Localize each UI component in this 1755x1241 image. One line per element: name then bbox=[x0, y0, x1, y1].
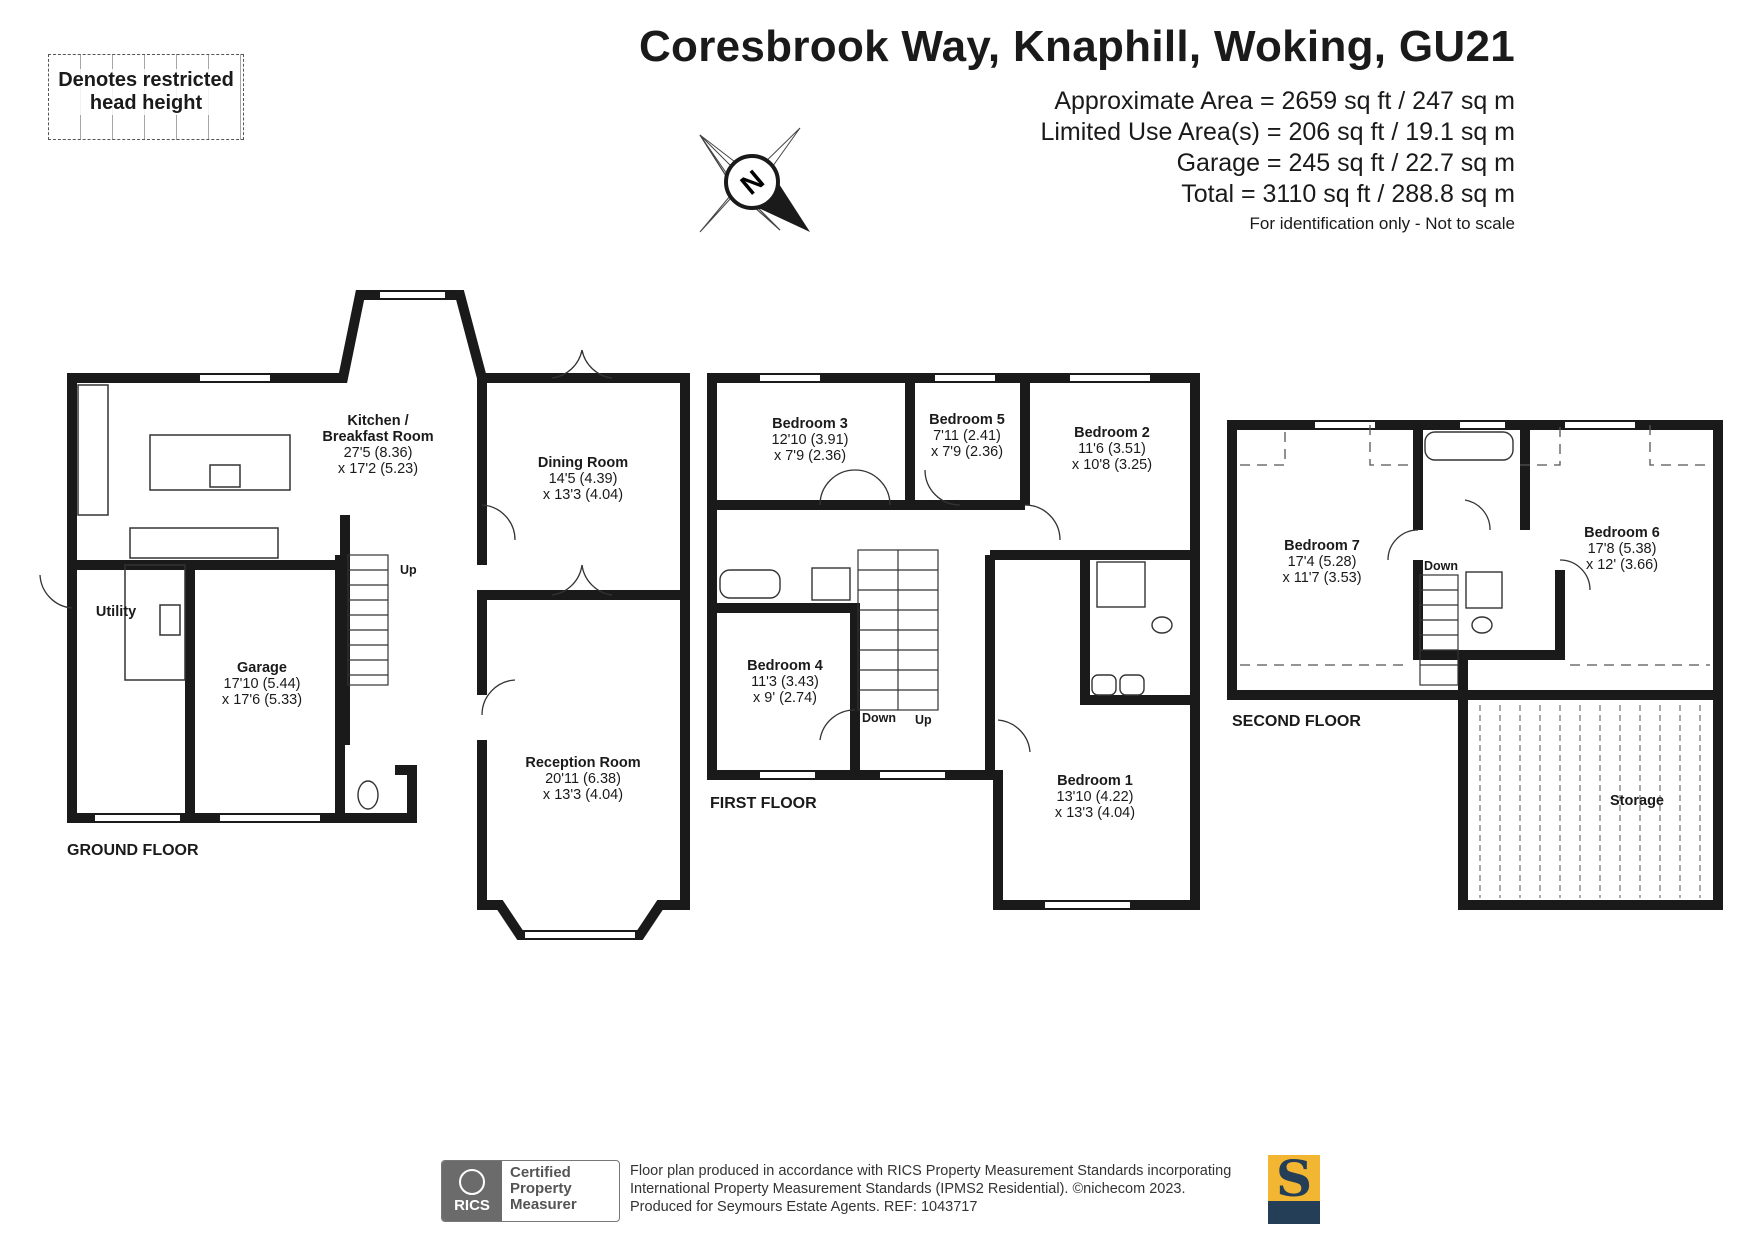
bedroom2-name: Bedroom 2 bbox=[1074, 425, 1150, 441]
first-floor-label: FIRST FLOOR bbox=[710, 795, 817, 812]
first-floor-walls bbox=[707, 373, 1200, 910]
ground-stairs bbox=[347, 554, 389, 686]
property-title: Coresbrook Way, Knaphill, Woking, GU21 bbox=[638, 22, 1515, 71]
kitchen-name-2: Breakfast Room bbox=[322, 429, 433, 445]
bedroom7-name: Bedroom 7 bbox=[1284, 538, 1360, 554]
second-stairs-down: Down bbox=[1424, 559, 1458, 573]
rics-certification-badge: RICS Certified Property Measurer bbox=[441, 1160, 620, 1222]
hob-icon bbox=[209, 464, 241, 488]
shower-icon-2 bbox=[1096, 561, 1146, 608]
total-area: Total = 3110 sq ft / 288.8 sq m bbox=[1181, 180, 1515, 208]
garage-dim-1: 17'10 (5.44) bbox=[224, 676, 301, 692]
dining-dim-1: 14'5 (4.39) bbox=[549, 471, 618, 487]
logo-letter: S bbox=[1268, 1149, 1320, 1208]
bathroom-fittings bbox=[357, 431, 1514, 810]
bedroom7-dim-2: x 11'7 (3.53) bbox=[1282, 570, 1361, 586]
toilet-icon bbox=[1151, 616, 1173, 634]
legend-line-2: head height bbox=[89, 92, 203, 114]
bedroom6-name: Bedroom 6 bbox=[1584, 525, 1660, 541]
bedroom2-dim-1: 11'6 (3.51) bbox=[1078, 441, 1146, 457]
dining-name: Dining Room bbox=[538, 455, 628, 471]
bath-icon-2 bbox=[1424, 431, 1514, 461]
footer-line-2: International Property Measurement Stand… bbox=[630, 1181, 1186, 1197]
bedroom3-name: Bedroom 3 bbox=[772, 416, 848, 432]
first-stairs-up: Up bbox=[915, 713, 932, 727]
door-swings bbox=[39, 349, 1591, 753]
bedroom1-dim-1: 13'10 (4.22) bbox=[1057, 789, 1134, 805]
reception-name: Reception Room bbox=[525, 755, 640, 771]
bedroom7-dim-1: 17'4 (5.28) bbox=[1288, 554, 1357, 570]
reception-dim-2: x 13'3 (4.04) bbox=[543, 787, 623, 803]
limited-use-area: Limited Use Area(s) = 206 sq ft / 19.1 s… bbox=[1040, 118, 1515, 146]
ground-floor-label: GROUND FLOOR bbox=[67, 842, 199, 859]
bedroom3-dim-2: x 7'9 (2.36) bbox=[774, 448, 846, 464]
shower-icon bbox=[811, 567, 851, 601]
dining-dim-2: x 13'3 (4.04) bbox=[543, 487, 623, 503]
ground-stairs-up: Up bbox=[400, 563, 417, 577]
bedroom3-dim-1: 12'10 (3.91) bbox=[772, 432, 849, 448]
footer-line-3: Produced for Seymours Estate Agents. REF… bbox=[630, 1199, 978, 1215]
bedroom1-name: Bedroom 1 bbox=[1057, 773, 1133, 789]
shower-icon-3 bbox=[1465, 571, 1503, 609]
compass-icon: N bbox=[699, 127, 810, 233]
rics-logo-text: RICS bbox=[454, 1196, 490, 1214]
storage-hatch bbox=[1479, 705, 1701, 898]
bedroom5-dim-1: 7'11 (2.41) bbox=[933, 428, 1001, 444]
toilet-icon-3 bbox=[357, 780, 379, 810]
reception-dim-1: 20'11 (6.38) bbox=[545, 771, 621, 787]
measurer-text: Measurer bbox=[510, 1196, 577, 1213]
bath-icon bbox=[719, 569, 781, 599]
sink-icon bbox=[159, 604, 181, 636]
footer-line-1: Floor plan produced in accordance with R… bbox=[630, 1163, 1232, 1179]
basin-icon bbox=[1091, 674, 1117, 696]
kitchen-fittings bbox=[77, 384, 291, 681]
bedroom1-dim-2: x 13'3 (4.04) bbox=[1055, 805, 1135, 821]
second-stairs bbox=[1419, 574, 1459, 686]
approximate-area: Approximate Area = 2659 sq ft / 247 sq m bbox=[1054, 87, 1515, 115]
garage-area: Garage = 245 sq ft / 22.7 sq m bbox=[1176, 149, 1515, 177]
kitchen-dim-2: x 17'2 (5.23) bbox=[338, 461, 418, 477]
restricted-height-lines bbox=[1240, 425, 1710, 666]
toilet-icon-2 bbox=[1471, 616, 1493, 634]
windows bbox=[95, 292, 1635, 938]
storage-name: Storage bbox=[1610, 793, 1664, 809]
garage-name: Garage bbox=[237, 660, 287, 676]
bedroom5-name: Bedroom 5 bbox=[929, 412, 1005, 428]
bedroom6-dim-1: 17'8 (5.38) bbox=[1588, 541, 1657, 557]
basin-icon-2 bbox=[1119, 674, 1145, 696]
bedroom4-name: Bedroom 4 bbox=[747, 658, 823, 674]
seymours-logo-icon: S bbox=[1268, 1149, 1320, 1224]
bedroom4-dim-2: x 9' (2.74) bbox=[753, 690, 817, 706]
bedroom5-dim-2: x 7'9 (2.36) bbox=[931, 444, 1003, 460]
utility-name: Utility bbox=[96, 604, 136, 620]
bedroom2-dim-2: x 10'8 (3.25) bbox=[1072, 457, 1152, 473]
kitchen-name-1: Kitchen / bbox=[347, 413, 408, 429]
certified-text: Certified bbox=[510, 1164, 571, 1181]
kitchen-dim-1: 27'5 (8.36) bbox=[344, 445, 413, 461]
first-stairs bbox=[857, 549, 939, 711]
second-floor-label: SECOND FLOOR bbox=[1232, 713, 1361, 730]
bedroom4-dim-1: 11'3 (3.43) bbox=[751, 674, 819, 690]
second-floor-walls bbox=[1227, 420, 1723, 910]
first-stairs-down: Down bbox=[862, 711, 896, 725]
footer-disclaimer: Floor plan produced in accordance with R… bbox=[630, 1162, 1231, 1216]
rics-logo-icon: RICS bbox=[442, 1161, 502, 1221]
property-text: Property bbox=[510, 1180, 572, 1197]
legend-line-1: Denotes restricted bbox=[58, 69, 234, 91]
bedroom6-dim-2: x 12' (3.66) bbox=[1586, 557, 1658, 573]
identification-note: For identification only - Not to scale bbox=[1249, 214, 1515, 233]
garage-dim-2: x 17'6 (5.33) bbox=[222, 692, 302, 708]
